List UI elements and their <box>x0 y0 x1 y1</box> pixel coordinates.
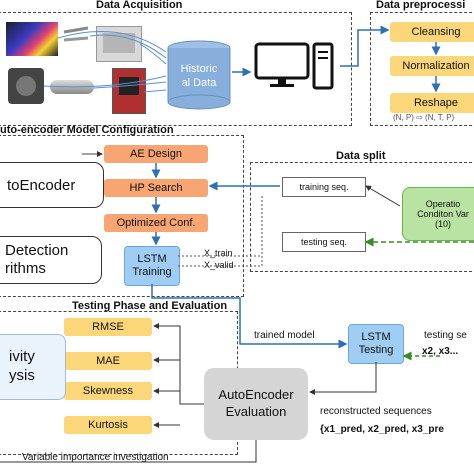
metric-kurtosis: Kurtosis <box>64 416 152 434</box>
cleansing-step: Cleansing <box>390 22 474 42</box>
operation-condition-box: Operatio Conditon Var (10) <box>402 187 474 241</box>
sensor-probes-image <box>62 24 90 52</box>
hp-search-step: HP Search <box>104 179 208 197</box>
historic-data-label: Historic al Data <box>180 63 218 90</box>
testing-phase-title: Testing Phase and Evaluation <box>72 300 228 312</box>
data-split-title: Data split <box>336 150 386 162</box>
detection-algorithms-box: Detection rithms <box>0 236 102 284</box>
lstm-training-box: LSTM Training <box>124 246 180 286</box>
database-icon <box>167 40 231 110</box>
autoencoder-config-title: uto-encoder Model Configuration <box>0 124 174 136</box>
autoencoder-config-frame <box>0 135 244 297</box>
circuit-board-image <box>96 26 142 62</box>
reconstructed-label: reconstructed sequences <box>320 406 432 417</box>
data-preprocessing-title: Data preprocessi <box>376 0 466 11</box>
metric-skewness: Skewness <box>64 382 152 400</box>
normalization-step: Normalization <box>390 56 474 76</box>
predicted-values: {x1_pred, x2_pred, x3_pre <box>320 424 444 435</box>
ae-evaluation-box: AutoEncoder Evaluation <box>204 368 308 440</box>
optimized-conf-step: Optimized Conf. <box>104 214 208 232</box>
metric-rmse: RMSE <box>64 318 152 336</box>
encoder-device-image <box>8 68 44 104</box>
data-preprocessing-frame <box>370 12 474 126</box>
computer-icon <box>254 42 334 90</box>
x-train-label: X_train <box>204 248 233 258</box>
metric-mae: MAE <box>64 352 152 370</box>
x-valid-label: X_valid <box>204 260 234 270</box>
training-seq-tag: training seq. <box>282 177 366 197</box>
thermal-image <box>6 22 58 56</box>
lstm-testing-box: LSTM Testing <box>348 324 404 364</box>
ae-design-step: AE Design <box>104 145 208 163</box>
testing-seq-label: testing se <box>424 330 467 341</box>
sensitivity-analysis-box: ivity ysis <box>0 334 66 400</box>
reshape-step: Reshape <box>390 93 474 113</box>
testing-seq-values: x2, x3... <box>422 346 459 357</box>
variable-importance-label: Variable importance investigation <box>22 452 169 463</box>
data-split-frame <box>250 162 474 272</box>
data-acquisition-frame <box>0 12 352 126</box>
autoencoder-box: toEncoder <box>0 162 104 208</box>
data-acquisition-title: Data Acquisition <box>96 0 183 11</box>
reshape-note: (N, P) ⇨ (N, T, P) <box>393 113 455 122</box>
trained-model-label: trained model <box>254 330 315 341</box>
